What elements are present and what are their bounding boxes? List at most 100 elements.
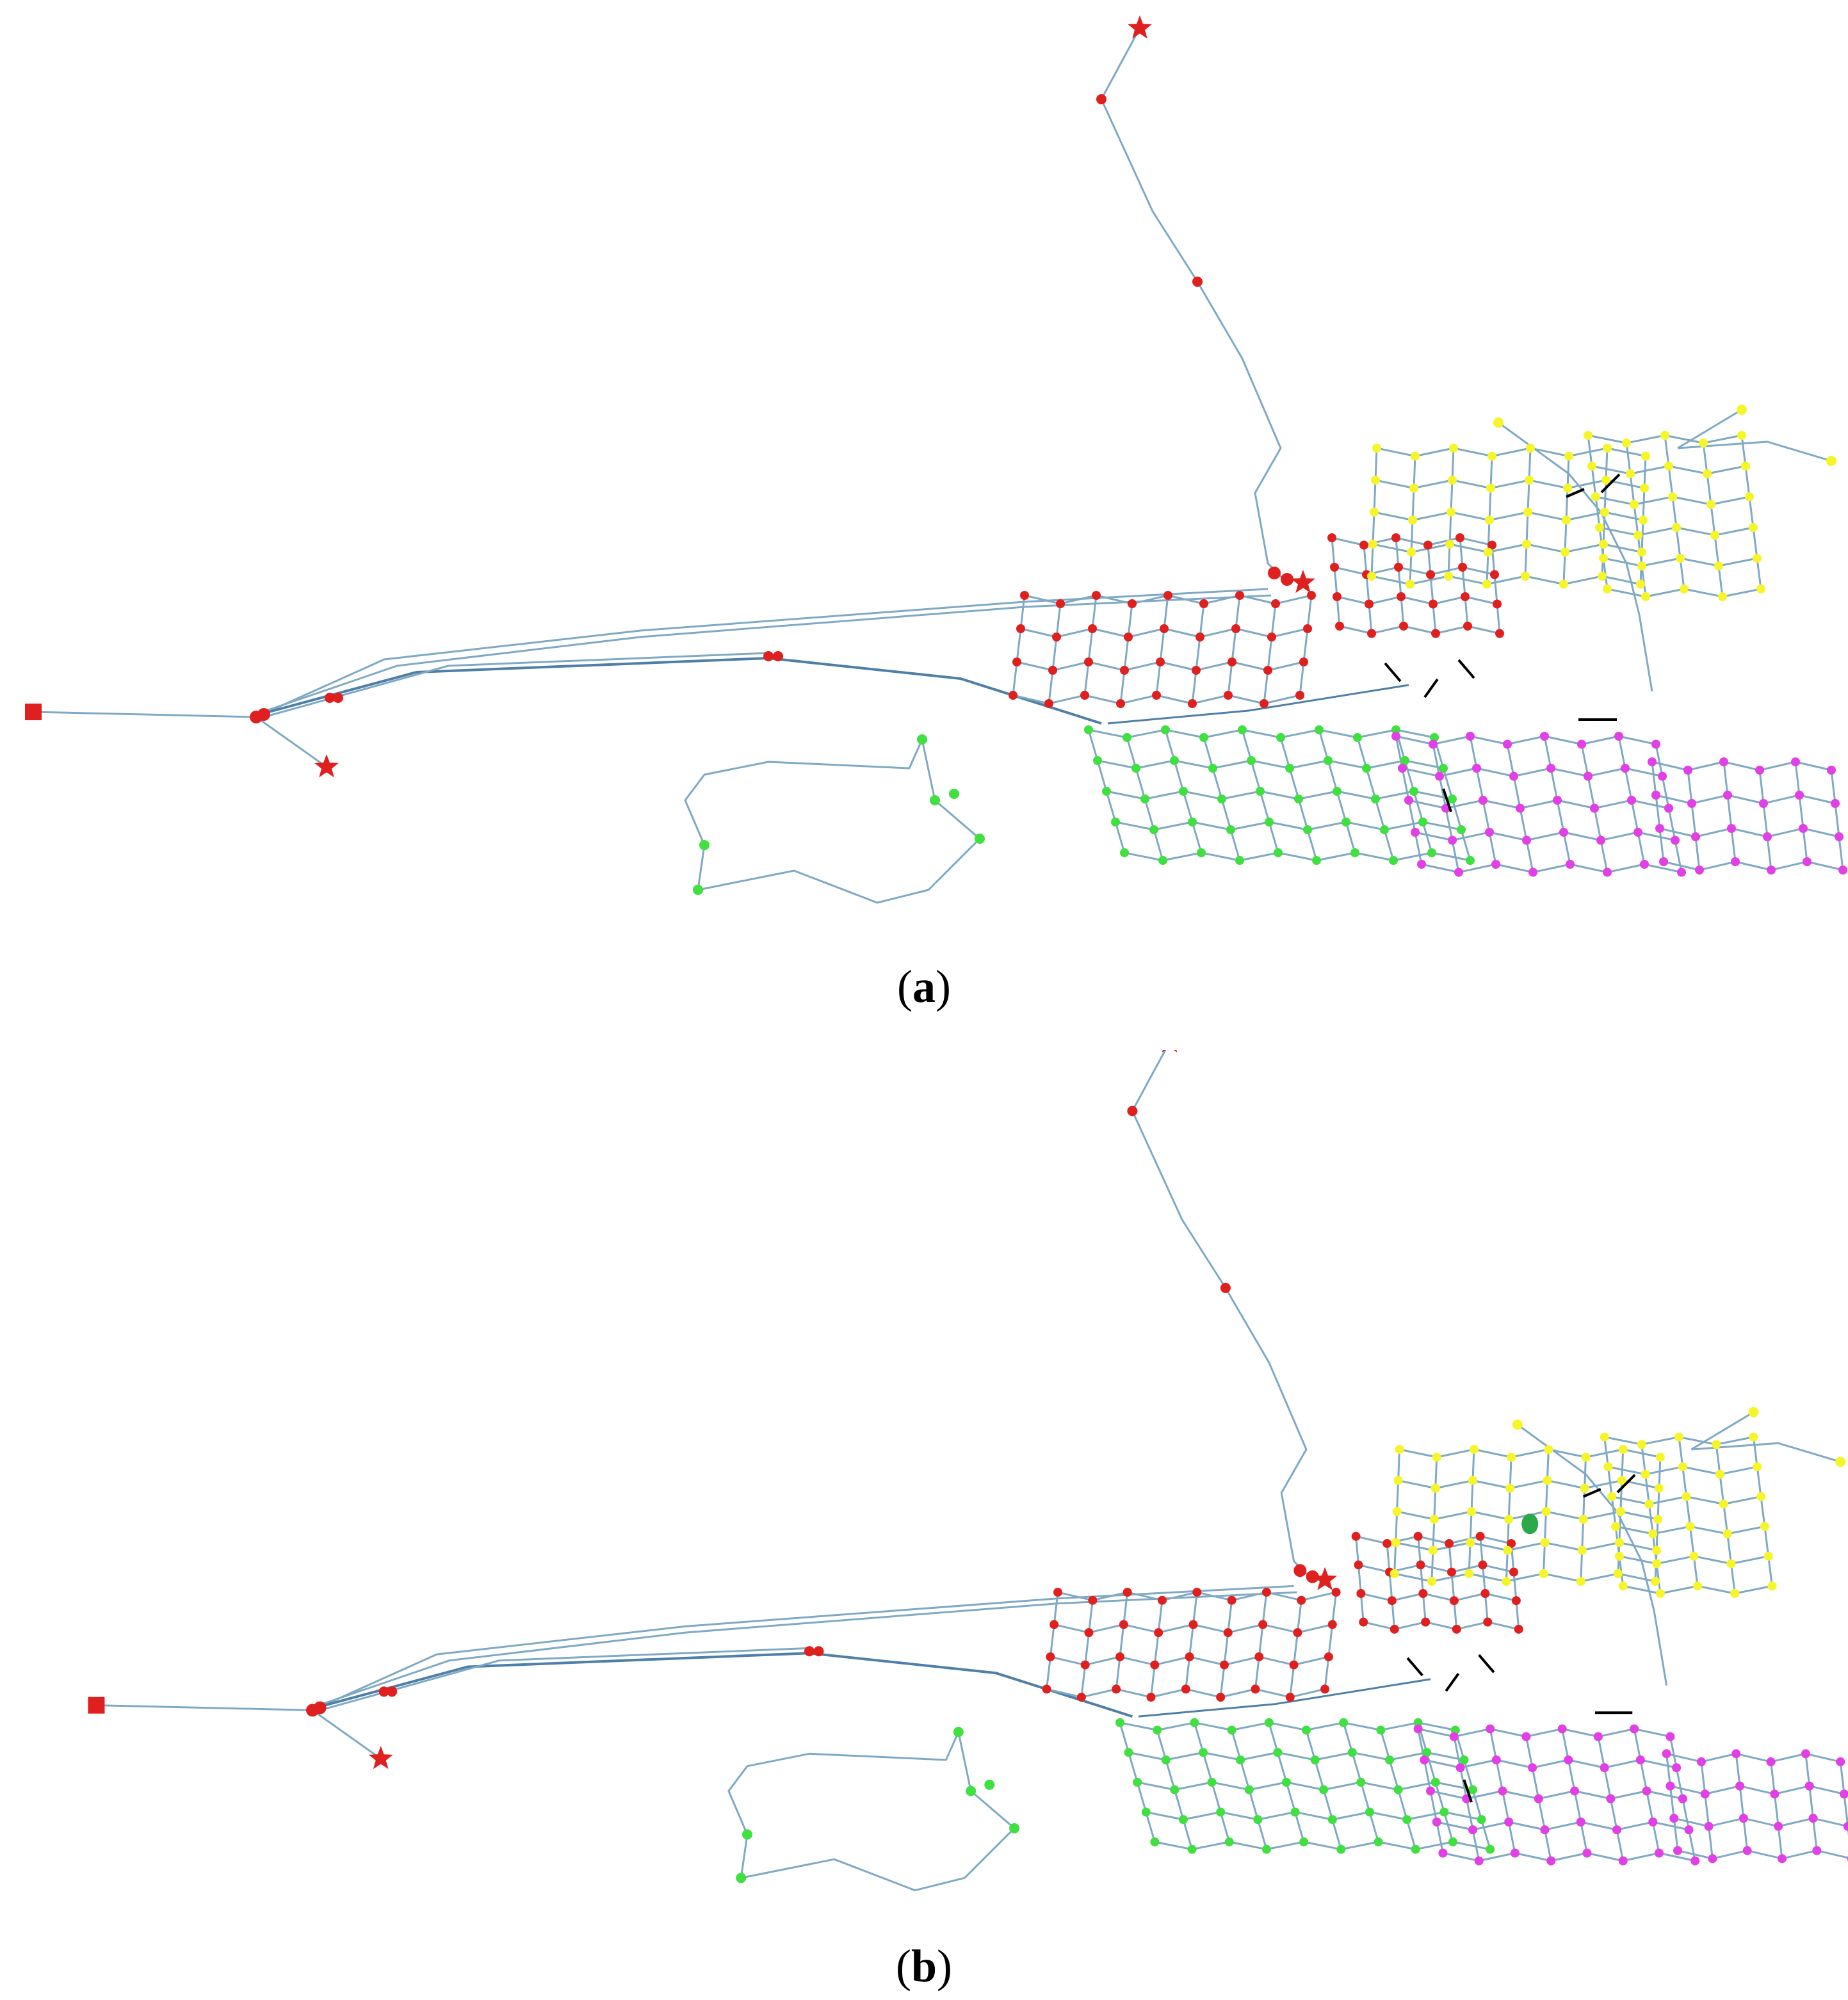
edge-line bbox=[1626, 434, 1666, 444]
network-node bbox=[1128, 599, 1137, 608]
network-node bbox=[1161, 1755, 1171, 1764]
edge-line bbox=[1417, 1536, 1422, 1565]
network-node bbox=[1445, 1538, 1454, 1548]
edge-line bbox=[1369, 1811, 1407, 1821]
edge-line bbox=[1550, 767, 1589, 777]
network-node bbox=[1590, 803, 1599, 813]
network-node bbox=[1564, 451, 1573, 461]
edge-line bbox=[1463, 1759, 1474, 1791]
edge-line bbox=[1192, 1841, 1229, 1851]
network-node bbox=[1362, 764, 1371, 773]
spur-terminal-star-icon bbox=[1162, 1050, 1178, 1052]
edge-line bbox=[1487, 1621, 1520, 1631]
green-node bbox=[984, 1779, 995, 1790]
edge-line bbox=[1128, 1752, 1139, 1783]
network-node bbox=[1836, 1757, 1845, 1766]
edge-line bbox=[1546, 1449, 1550, 1481]
edge-line bbox=[1591, 465, 1597, 497]
edge-line bbox=[1688, 1829, 1696, 1861]
network-node bbox=[1577, 1545, 1587, 1555]
edge-line bbox=[1509, 1457, 1512, 1488]
edge-line bbox=[1771, 1752, 1806, 1763]
network-node bbox=[1503, 1545, 1512, 1555]
edge-line bbox=[1471, 1829, 1480, 1861]
edge-line bbox=[1394, 1621, 1426, 1631]
edge-line bbox=[1718, 557, 1758, 567]
edge-line bbox=[1639, 1759, 1648, 1791]
network-diagram-a bbox=[25, 15, 1847, 904]
network-node bbox=[1020, 591, 1029, 600]
network-node bbox=[1487, 451, 1496, 461]
network-node bbox=[1192, 666, 1201, 675]
edge-line bbox=[1450, 480, 1454, 513]
edge-line bbox=[1451, 840, 1460, 873]
network-node bbox=[1330, 563, 1339, 572]
edge-line bbox=[1702, 442, 1708, 474]
edge-line bbox=[1084, 694, 1121, 705]
edge-line bbox=[1301, 1591, 1336, 1602]
edge-line bbox=[1651, 761, 1657, 796]
network-node bbox=[1763, 1551, 1773, 1561]
edge-line bbox=[1611, 1496, 1649, 1505]
network-node bbox=[1400, 756, 1409, 765]
edge-line bbox=[1203, 729, 1243, 739]
network-node bbox=[1116, 699, 1125, 708]
edge-line bbox=[1212, 768, 1223, 800]
edge-line bbox=[1423, 1592, 1455, 1602]
edge-line bbox=[1119, 1624, 1125, 1657]
edge-line bbox=[1766, 836, 1772, 871]
feeder-line bbox=[33, 711, 257, 718]
network-node bbox=[1312, 856, 1321, 865]
edge-line bbox=[1126, 737, 1137, 769]
network-node bbox=[1353, 733, 1362, 742]
network-node bbox=[1395, 1445, 1404, 1454]
edge-line bbox=[1432, 744, 1441, 777]
edge-line bbox=[1641, 557, 1681, 567]
edge-line bbox=[1268, 821, 1308, 831]
network-node bbox=[1468, 1825, 1477, 1835]
edge-line bbox=[1619, 1555, 1657, 1565]
edge-line bbox=[1224, 1656, 1260, 1666]
edge-line bbox=[1341, 1841, 1379, 1851]
edge-line bbox=[1461, 567, 1466, 597]
network-node bbox=[1484, 547, 1493, 557]
edge-line bbox=[1568, 1759, 1605, 1769]
network-node bbox=[1611, 1522, 1621, 1531]
network-node bbox=[1290, 1807, 1300, 1817]
edge-line bbox=[1127, 603, 1133, 638]
edge-line bbox=[1470, 735, 1508, 745]
edge-line bbox=[1567, 479, 1607, 489]
network-node bbox=[1486, 483, 1495, 493]
network-node bbox=[1413, 1718, 1423, 1727]
edge-line bbox=[1618, 735, 1657, 745]
network-node bbox=[1407, 547, 1416, 557]
network-node bbox=[1614, 1551, 1624, 1561]
edge-line bbox=[1543, 736, 1552, 769]
edge-line bbox=[1513, 767, 1552, 777]
network-node bbox=[1770, 1789, 1779, 1799]
network-node bbox=[1601, 476, 1610, 485]
edge-line bbox=[1331, 537, 1336, 568]
network-node bbox=[1119, 1620, 1128, 1629]
network-node bbox=[1431, 1483, 1440, 1493]
network-node bbox=[1528, 867, 1537, 877]
edge-line bbox=[1495, 1759, 1504, 1791]
edge-line bbox=[1053, 1624, 1089, 1634]
edge-line bbox=[1322, 1789, 1334, 1820]
edge-line bbox=[1495, 863, 1534, 873]
network-node bbox=[1726, 1559, 1736, 1569]
edge-line bbox=[1173, 760, 1185, 792]
edge-line bbox=[1452, 1841, 1491, 1851]
edge-line bbox=[1581, 1519, 1585, 1551]
network-node bbox=[1359, 1617, 1368, 1627]
edge-line bbox=[1582, 1488, 1586, 1520]
edge-line bbox=[1229, 829, 1241, 861]
network-node bbox=[1522, 835, 1531, 845]
network-node bbox=[1455, 1763, 1465, 1773]
edge-line bbox=[1267, 661, 1304, 672]
network-node bbox=[1671, 835, 1680, 845]
edge-line bbox=[1480, 1819, 1491, 1850]
edge-line bbox=[1231, 1729, 1242, 1761]
edge-line bbox=[1607, 1467, 1613, 1497]
edge-line bbox=[1607, 588, 1646, 598]
